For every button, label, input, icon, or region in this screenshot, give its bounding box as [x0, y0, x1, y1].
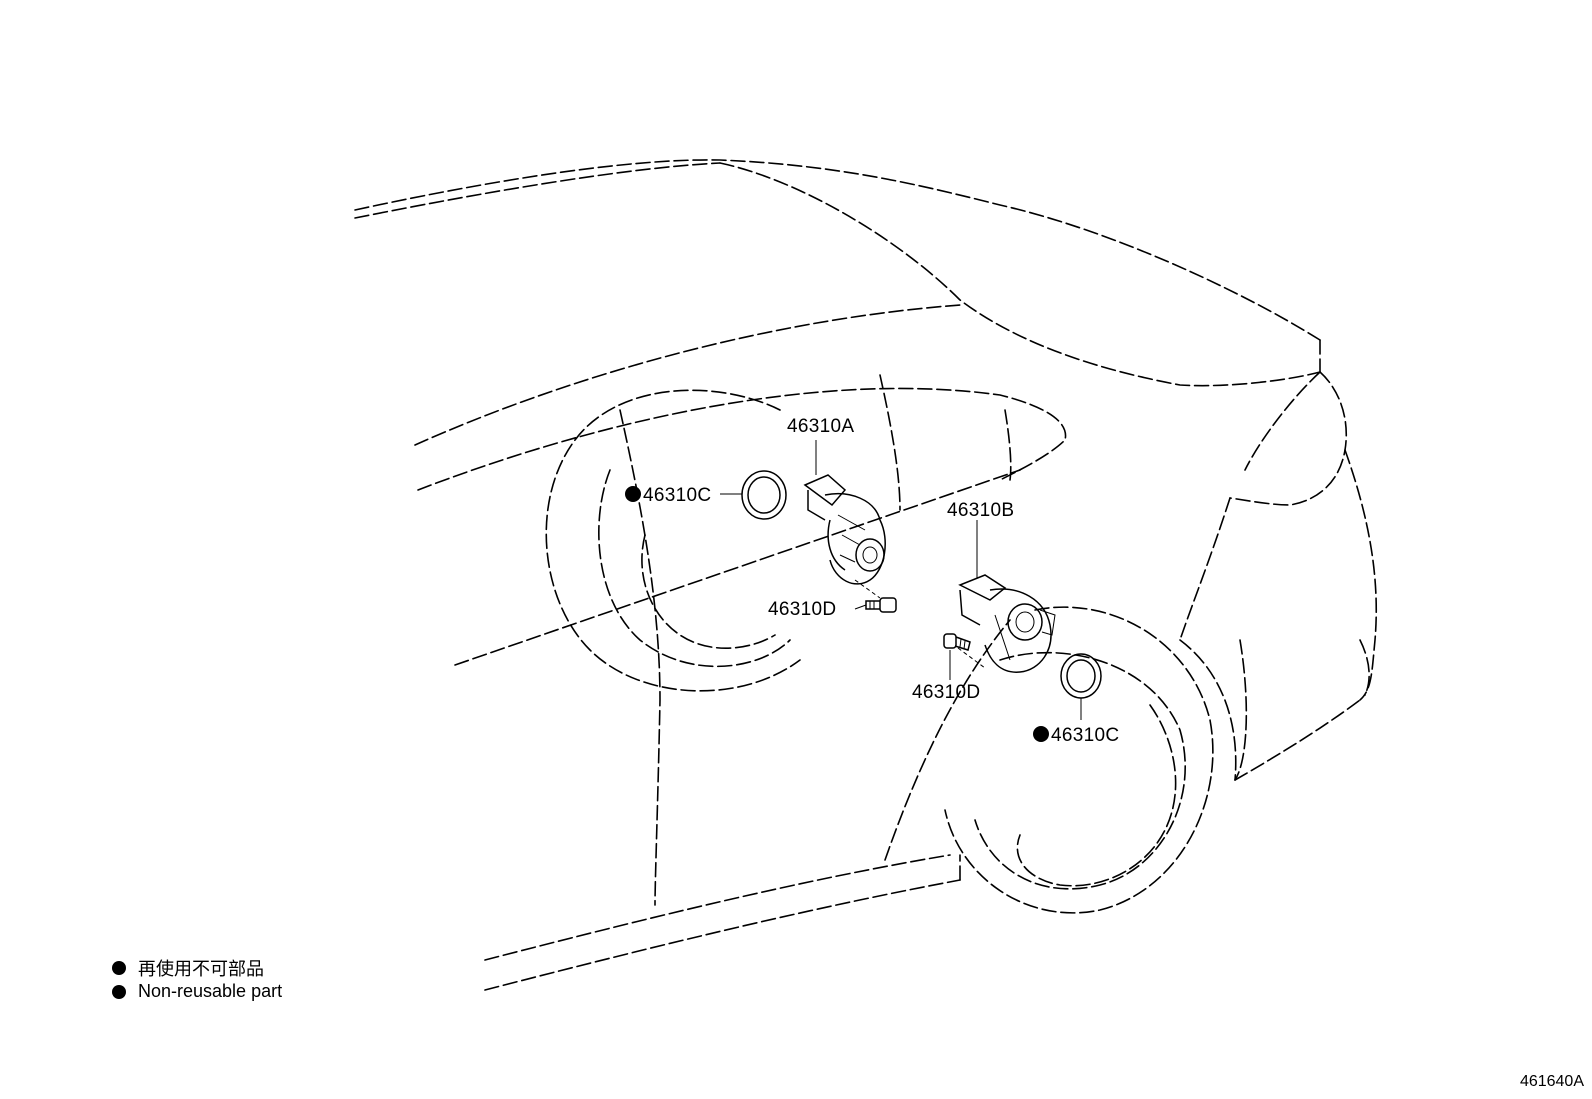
callout-46310C-left: 46310C — [625, 485, 711, 506]
callout-46310C-right: 46310C — [1033, 725, 1119, 746]
figure-id: 461640A — [1519, 1073, 1584, 1090]
callout-46310A: 46310A — [787, 416, 854, 437]
non-reusable-marker-icon — [1033, 726, 1049, 742]
bolt-left-icon — [865, 597, 897, 613]
bolt-right-icon — [943, 633, 971, 651]
non-reusable-marker-icon — [112, 961, 126, 975]
legend-text-english: Non-reusable part — [138, 981, 283, 1001]
callout-label-part-b: 46310B — [947, 500, 1014, 521]
left-wheel — [545, 389, 801, 692]
leader-lines — [720, 440, 1082, 720]
non-reusable-marker-icon — [112, 984, 126, 999]
legend-item-japanese: 再使用不可部品 — [112, 955, 264, 981]
seal-ring-right-icon — [1060, 653, 1102, 699]
car-body-outline — [354, 159, 1378, 991]
legend-item-english: Non-reusable part — [112, 981, 282, 1002]
callout-label-part-d-left: 46310D — [768, 599, 836, 620]
callout-46310B: 46310B — [947, 500, 1014, 521]
callout-label-part-a: 46310A — [787, 416, 854, 437]
seal-ring-left-icon — [741, 470, 787, 520]
callout-46310D-right: 46310D — [912, 682, 980, 703]
callout-label-part-c-left: 46310C — [643, 485, 711, 506]
actuator-right-icon — [958, 574, 1056, 673]
actuator-left-icon — [803, 474, 886, 585]
callout-label-part-c-right: 46310C — [1051, 725, 1119, 746]
legend-text-japanese: 再使用不可部品 — [138, 959, 264, 979]
callout-46310D-left: 46310D — [768, 599, 836, 620]
right-wheel — [944, 606, 1248, 914]
callout-label-part-d-right: 46310D — [912, 682, 980, 703]
non-reusable-marker-icon — [625, 486, 641, 502]
